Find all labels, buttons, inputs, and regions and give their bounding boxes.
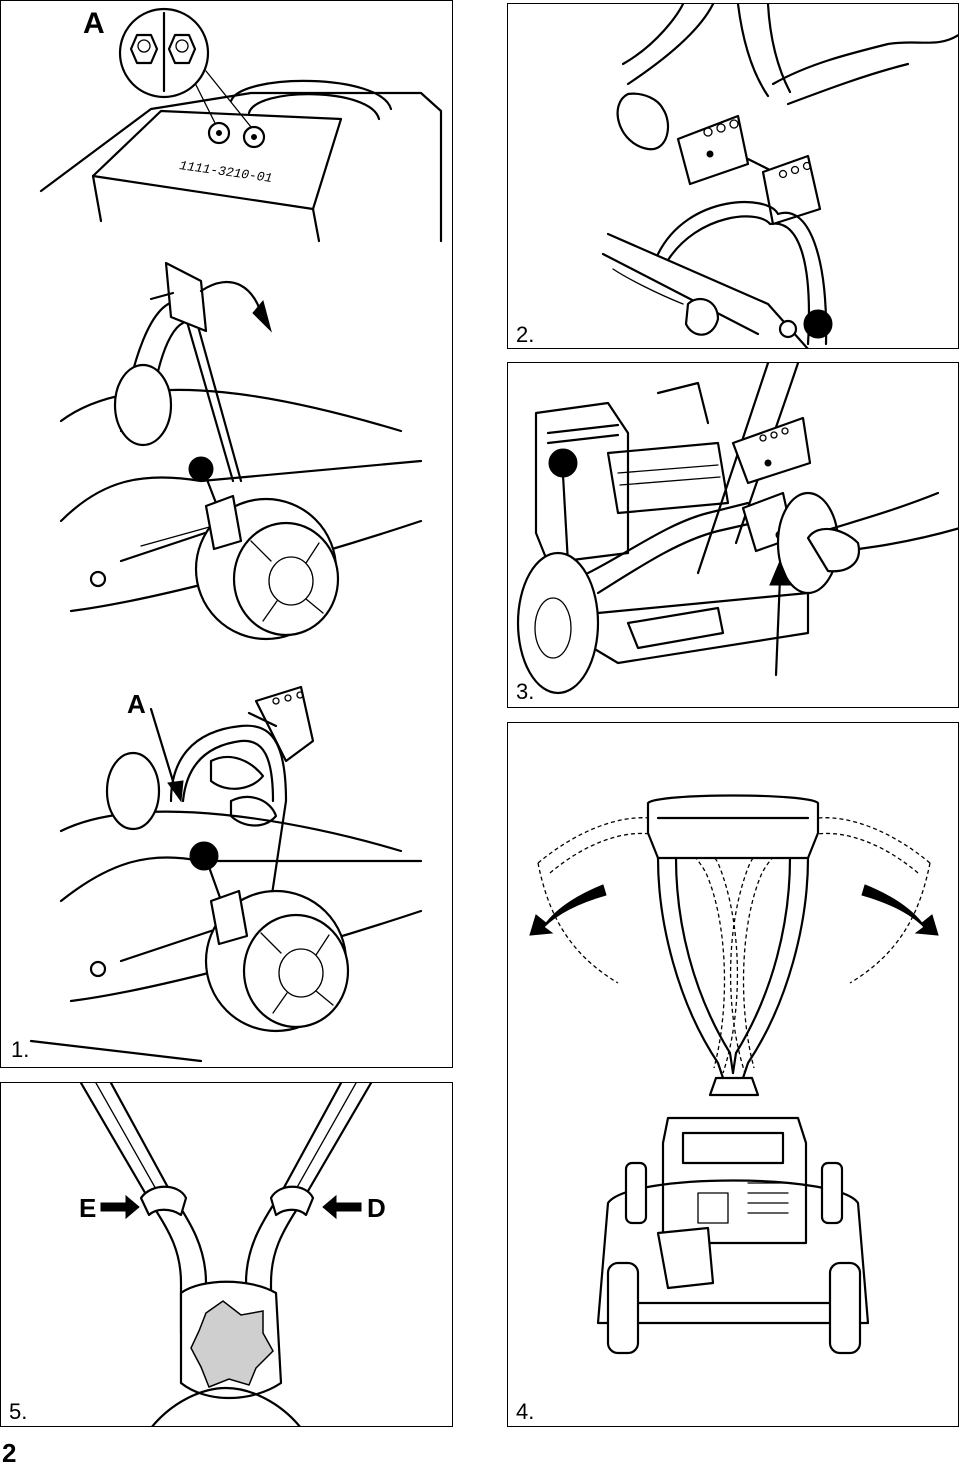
callout-a-top: A: [83, 7, 105, 40]
figure-4-panel: 4.: [507, 722, 959, 1427]
callout-a-mid: A: [127, 689, 146, 719]
package-box-illustration: [39, 70, 443, 243]
figure-1-panel: 1111-3210-01: [0, 0, 453, 1068]
figure-1-drawing: 1111-3210-01: [29, 7, 443, 1063]
figure-2-drawing: [601, 4, 958, 348]
figure-4-caption: 4.: [516, 1399, 535, 1424]
figure-2-panel: 2.: [507, 3, 959, 349]
page-number: 2: [2, 1438, 17, 1468]
figure-5-panel: E D 5.: [0, 1082, 453, 1427]
figure-5-drawing: [79, 1083, 373, 1426]
figure-1-caption: 1.: [11, 1037, 30, 1062]
figure-3-panel: 3.: [507, 362, 959, 708]
handle-fold-illustration-top: [59, 261, 423, 641]
figure-2-caption: 2.: [516, 322, 535, 347]
nuts-inset-circle: [118, 7, 210, 99]
figure-5-caption: 5.: [9, 1399, 28, 1424]
part-number-stamp: 1111-3210-01: [178, 158, 273, 186]
handle-fold-illustration-bottom: [29, 685, 423, 1063]
figure-3-caption: 3.: [516, 679, 535, 704]
label-d: D: [367, 1193, 386, 1223]
figure-3-drawing: [516, 363, 958, 695]
label-e: E: [79, 1193, 97, 1223]
figure-4-drawing: [529, 794, 939, 1355]
